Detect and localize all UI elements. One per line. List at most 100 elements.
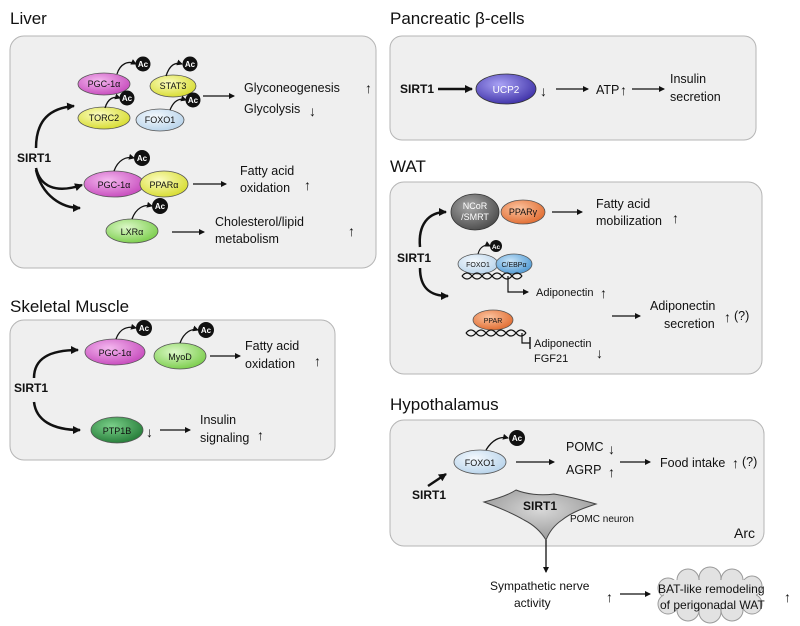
wat-ncor-node: NCoR /SMRT: [450, 193, 500, 231]
hypothalamus-panel: Hypothalamus SIRT1 FOXO1 Ac POMC ↓ AGRP …: [389, 395, 791, 624]
wat-panel: WAT SIRT1 NCoR /SMRT PPARγ Fatty acid mo…: [389, 157, 763, 375]
wat-pparg-node: PPARγ: [500, 199, 546, 225]
svg-text:STAT3: STAT3: [160, 81, 187, 91]
svg-text:C/EBPα: C/EBPα: [501, 262, 526, 269]
up-arrow-icon: ↑: [257, 427, 264, 443]
liver-panel: Liver SIRT1 PGC-1α Ac STAT3 Ac TORC2 Ac: [9, 9, 377, 269]
svg-text:Ac: Ac: [138, 60, 149, 69]
wat-title: WAT: [390, 157, 426, 176]
hypothalamus-question: (?): [742, 455, 757, 469]
dna-helix-2: [465, 329, 527, 337]
svg-text:Ac: Ac: [188, 96, 199, 105]
hypothalamus-box: [389, 419, 765, 547]
svg-text:TORC2: TORC2: [89, 113, 119, 123]
up-arrow-icon: ↑: [304, 177, 311, 193]
wat-mobilization: mobilization: [596, 214, 662, 228]
up-arrow-icon: ↑: [732, 455, 739, 471]
svg-text:/SMRT: /SMRT: [461, 212, 489, 222]
muscle-fatty-acid: Fatty acid: [245, 339, 299, 353]
svg-text:PPAR: PPAR: [484, 318, 503, 325]
svg-text:Ac: Ac: [492, 244, 501, 251]
liver-sirt1: SIRT1: [17, 151, 51, 165]
dna-helix-1: [461, 272, 523, 280]
up-arrow-icon: ↑: [600, 285, 607, 301]
up-arrow-icon: ↑: [606, 589, 613, 605]
down-arrow-icon: ↓: [540, 83, 547, 99]
sympathetic-activity: activity: [514, 596, 551, 610]
muscle-oxidation: oxidation: [245, 357, 295, 371]
liver-stat3-node: STAT3: [149, 74, 197, 98]
wat-adiponectin-up: Adiponectin: [536, 287, 594, 299]
arc-label: Arc: [734, 525, 755, 541]
ac-badge: [509, 430, 525, 446]
svg-text:PTP1B: PTP1B: [103, 426, 132, 436]
svg-text:Ac: Ac: [512, 434, 523, 443]
liver-arrow-up: [34, 102, 75, 149]
svg-text:Ac: Ac: [122, 94, 133, 103]
wat-secretion: secretion: [664, 317, 715, 331]
muscle-insulin: Insulin: [200, 413, 236, 427]
svg-text:NCoR: NCoR: [463, 201, 488, 211]
ac-badge: [185, 92, 201, 108]
neuron-sirt1: SIRT1: [523, 499, 557, 513]
pancreas-insulin: Insulin: [670, 72, 706, 86]
wat-ppar-node: PPAR: [472, 309, 514, 331]
liver-glyconeogenesis: Glyconeogenesis: [244, 81, 340, 95]
svg-text:Ac: Ac: [201, 326, 212, 335]
up-arrow-icon: ↑: [784, 589, 791, 605]
down-arrow-icon: ↓: [309, 103, 316, 119]
sympathetic-nerve: Sympathetic nerve: [490, 579, 590, 593]
svg-text:Ac: Ac: [185, 60, 196, 69]
svg-text:Ac: Ac: [155, 202, 166, 211]
wat-sirt1: SIRT1: [397, 251, 431, 265]
hypothalamus-agrp: AGRP: [566, 463, 601, 477]
liver-lxra-node: LXRα: [105, 218, 159, 244]
liver-oxidation: oxidation: [240, 181, 290, 195]
liver-cholesterol: Cholesterol/lipid: [215, 215, 304, 229]
liver-arrow-low: [34, 169, 81, 212]
svg-text:LXRα: LXRα: [121, 227, 144, 237]
up-arrow-icon: ↑: [314, 353, 321, 369]
liver-fatty-acid: Fatty acid: [240, 164, 294, 178]
ac-badge: [119, 90, 135, 106]
muscle-title: Skeletal Muscle: [10, 297, 129, 316]
up-arrow-icon: ↑: [620, 82, 627, 98]
muscle-ptp1b-node: PTP1B: [90, 416, 144, 444]
svg-text:Ac: Ac: [139, 324, 150, 333]
liver-metabolism: metabolism: [215, 232, 279, 246]
pancreas-panel: Pancreatic β-cells SIRT1 UCP2 ↓ ATP ↑ In…: [389, 9, 757, 141]
pancreas-secretion: secretion: [670, 90, 721, 104]
wat-adiponectin-down: Adiponectin: [534, 338, 592, 350]
ac-badge: [136, 320, 152, 336]
muscle-pgc1a-node: PGC-1α: [84, 338, 146, 366]
svg-text:FOXO1: FOXO1: [465, 458, 496, 468]
pancreas-atp: ATP: [596, 83, 619, 97]
pancreas-ucp2-node: UCP2: [475, 73, 537, 105]
up-arrow-icon: ↑: [608, 464, 615, 480]
liver-foxo1-node: FOXO1: [135, 108, 185, 132]
svg-text:FOXO1: FOXO1: [145, 115, 176, 125]
wat-adiponectin-secretion-label: Adiponectin: [650, 299, 715, 313]
wat-fatty-acid: Fatty acid: [596, 197, 650, 211]
liver-torc2-node: TORC2: [77, 106, 131, 130]
up-arrow-icon: ↑: [724, 309, 731, 325]
bat-perigonadal: of perigonadal WAT: [660, 598, 765, 612]
svg-text:PPARγ: PPARγ: [509, 207, 538, 217]
svg-text:PPARα: PPARα: [149, 180, 178, 190]
liver-pgc1a-ppara-node: PGC-1α PPARα: [83, 170, 189, 198]
bat-remodeling: BAT-like remodeling: [658, 582, 765, 596]
down-arrow-icon: ↓: [146, 424, 153, 440]
wat-foxo1-node: FOXO1: [457, 253, 499, 275]
hypothalamus-sirt1: SIRT1: [412, 488, 446, 502]
ac-badge: [182, 56, 198, 72]
up-arrow-icon: ↑: [365, 80, 372, 96]
ac-badge: [134, 150, 150, 166]
liver-pgc1a-node: PGC-1α: [77, 72, 131, 96]
down-arrow-icon: ↓: [608, 441, 615, 457]
down-arrow-icon: ↓: [596, 345, 603, 361]
pancreas-box: [389, 35, 757, 141]
svg-text:MyoD: MyoD: [168, 352, 192, 362]
ac-badge: [152, 198, 168, 214]
muscle-sirt1: SIRT1: [14, 381, 48, 395]
